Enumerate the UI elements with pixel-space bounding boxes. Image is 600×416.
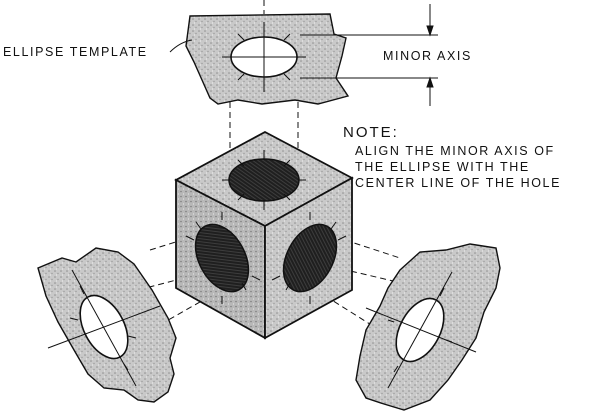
isometric-cube (174, 130, 354, 340)
top-ellipse-template (185, 13, 350, 105)
cube-left-hole-centerlines (185, 212, 261, 304)
cube-right-hole (282, 223, 338, 293)
ellipse-template-leader (169, 39, 193, 53)
note-body: ALIGN THE MINOR AXIS OF THE ELLIPSE WITH… (355, 143, 561, 191)
cube-left-hole (194, 223, 250, 293)
left-ellipse-template (37, 247, 177, 403)
minor-axis-dimension (300, 4, 438, 106)
cube-top-hole (228, 158, 300, 202)
projection-line-left-axis (149, 235, 196, 251)
right-ellipse-template (355, 243, 501, 411)
cube-top-hole-centerlines (222, 150, 306, 210)
note-title: NOTE: (343, 124, 399, 141)
minor-axis-label: MINOR AXIS (383, 49, 472, 63)
projection-line-right-axis (344, 239, 401, 259)
cube-right-hole-centerlines (271, 212, 347, 304)
note-line-2: THE ELLIPSE WITH THE (355, 160, 530, 174)
note-line-3: CENTER LINE OF THE HOLE (355, 176, 562, 190)
ellipse-template-label: ELLIPSE TEMPLATE (3, 45, 148, 59)
note-line-1: ALIGN THE MINOR AXIS OF (355, 144, 555, 158)
